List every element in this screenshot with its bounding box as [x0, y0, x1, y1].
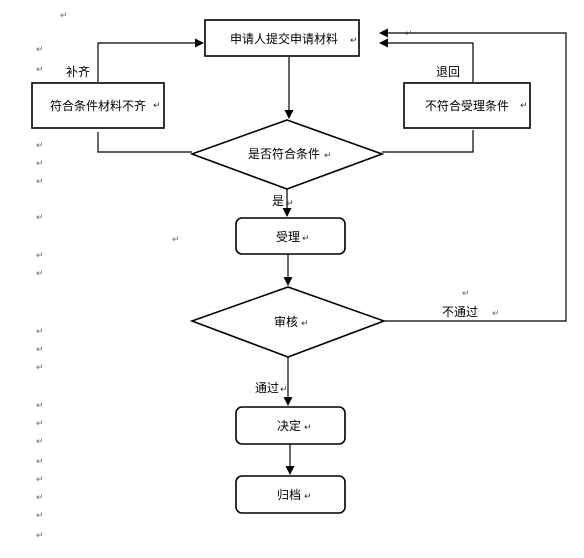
paragraph-mark: ↵: [301, 319, 309, 329]
paragraph-mark: ↵: [36, 531, 44, 541]
paragraph-mark: ↵: [286, 199, 294, 209]
paragraph-mark: ↵: [304, 492, 312, 502]
paragraph-mark: ↵: [36, 511, 44, 521]
label-paragraph-marks: ↵ ↵ ↵ ↵ ↵ ↵ ↵ ↵ ↵ ↵: [153, 36, 528, 502]
node-review: [189, 286, 387, 358]
node-not-qualified-label: 不符合受理条件: [425, 98, 509, 113]
edge-not-pass-to-submit: [379, 28, 567, 322]
paragraph-mark: ↵: [36, 437, 44, 447]
paragraph-mark: ↵: [36, 475, 44, 485]
edge-return-to-submit: [379, 38, 474, 82]
paragraph-mark: ↵: [153, 101, 161, 111]
node-decide-label: 决定: [277, 418, 301, 433]
edge-supplement-to-submit: [97, 38, 204, 82]
node-review-label: 审核: [274, 314, 298, 329]
paragraph-mark: ↵: [36, 159, 44, 169]
paragraph-mark: ↵: [36, 141, 44, 151]
edge-check-to-not-qualified: [382, 130, 474, 153]
paragraph-mark: ↵: [36, 401, 44, 411]
node-check-label: 是否符合条件: [248, 146, 320, 161]
edge-label-pass: 通过: [255, 381, 279, 395]
paragraph-mark: ↵: [36, 327, 44, 337]
node-labels: 申请人提交申请材料 符合条件材料不齐 不符合受理条件 是否符合条件 受理 审核 …: [50, 31, 509, 502]
paragraph-mark: ↵: [324, 151, 332, 161]
paragraph-mark: ↵: [462, 289, 470, 299]
paragraph-mark: ↵: [36, 213, 44, 223]
paragraph-mark: ↵: [36, 269, 44, 279]
paragraph-mark: ↵: [36, 177, 44, 187]
paragraph-mark: ↵: [60, 11, 68, 21]
paragraph-mark: ↵: [36, 419, 44, 429]
paragraph-mark: ↵: [350, 36, 358, 46]
node-accept: [235, 217, 346, 255]
paragraph-mark: ↵: [302, 234, 310, 244]
paragraph-mark: ↵: [520, 101, 528, 111]
paragraph-mark: ↵: [36, 493, 44, 503]
edge-labels: 补齐 退回 是 不通过 通过: [66, 64, 478, 395]
node-accept-label: 受理: [276, 230, 300, 244]
paragraph-mark: ↵: [36, 363, 44, 373]
paragraph-mark: ↵: [36, 251, 44, 261]
paragraph-mark: ↵: [304, 423, 312, 433]
paragraph-mark: ↵: [36, 457, 44, 467]
node-incomplete-label: 符合条件材料不齐: [50, 98, 146, 113]
connectors: [97, 28, 567, 475]
node-check: [189, 119, 385, 190]
node-incomplete: [31, 82, 165, 129]
node-not-qualified: [403, 82, 531, 129]
edge-label-not-pass: 不通过: [442, 305, 478, 319]
nodes: [31, 19, 531, 514]
node-decide: [235, 406, 346, 445]
paragraph-mark: ↵: [36, 45, 44, 55]
edge-label-return: 退回: [436, 65, 460, 79]
node-submit: [204, 19, 360, 57]
paragraph-mark: ↵: [172, 235, 180, 245]
edge-check-to-incomplete: [97, 132, 192, 153]
paragraph-mark: ↵: [492, 309, 500, 319]
paragraph-mark: ↵: [405, 29, 413, 39]
node-archive: [235, 475, 346, 514]
edge-label-supplement: 补齐: [66, 64, 90, 79]
paragraph-mark: ↵: [36, 65, 44, 75]
node-submit-label: 申请人提交申请材料: [230, 31, 338, 46]
node-archive-label: 归档: [277, 488, 301, 502]
paragraph-mark: ↵: [36, 345, 44, 355]
paragraph-mark: ↵: [280, 385, 288, 395]
edge-label-yes: 是: [272, 194, 284, 208]
